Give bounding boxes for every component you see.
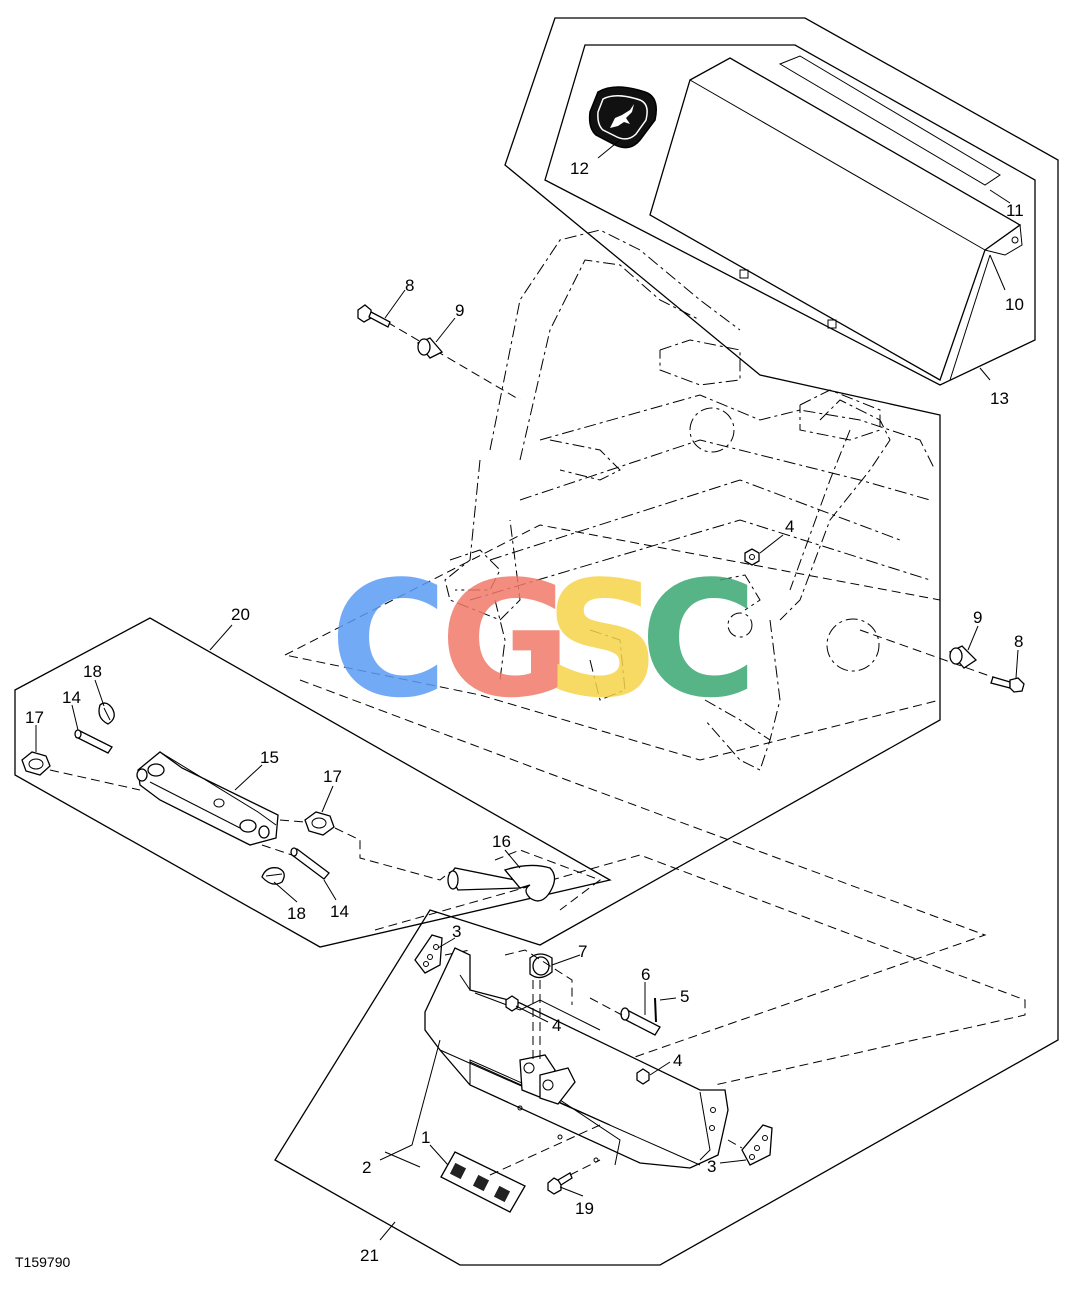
- callout-5: 5: [680, 987, 689, 1006]
- callout-2: 2: [362, 1158, 371, 1177]
- callout-4-bumper-right: 4: [673, 1051, 682, 1070]
- clip-18-upper: [98, 702, 115, 725]
- hood-panel: [649, 55, 1023, 381]
- pin-line-1: [489, 1124, 601, 1176]
- callout-labels: 12 11 10 13 8 9 4 9 8 20 18 14 17 15 17 …: [25, 159, 1024, 1265]
- callout-1: 1: [421, 1128, 430, 1147]
- linkage-15: [136, 751, 279, 846]
- callout-14-upper: 14: [62, 688, 81, 707]
- callout-9-upper: 9: [455, 301, 464, 320]
- pin-line-15-14: [261, 844, 293, 856]
- pin-line-6: [589, 997, 623, 1016]
- bolt-19: [547, 1172, 573, 1195]
- frame-boundary-a: [283, 524, 941, 761]
- callout-3-left: 3: [452, 922, 461, 941]
- watermark-letter-1: C: [330, 546, 447, 733]
- callout-19: 19: [575, 1199, 594, 1218]
- main-frame-phantom: [444, 229, 936, 771]
- callout-16: 16: [492, 832, 511, 851]
- pin-line-7: [504, 949, 573, 1005]
- pin-line-8-9-upper: [374, 314, 521, 401]
- pin-line-3-left: [444, 949, 471, 956]
- callout-15: 15: [260, 748, 279, 767]
- nut-4-frame: [744, 548, 760, 566]
- pin-6: [620, 1007, 661, 1036]
- pin-line-15-17: [279, 819, 306, 823]
- pin-line-17-15: [49, 769, 141, 791]
- figure-id: T159790: [15, 1254, 70, 1270]
- pin-line-17-16: [334, 827, 451, 881]
- callout-18-lower: 18: [287, 904, 306, 923]
- callout-12: 12: [570, 159, 589, 178]
- bolt-8-lower: [990, 676, 1025, 693]
- clip-18-lower: [261, 867, 285, 885]
- callout-18-upper: 18: [83, 662, 102, 681]
- deer-emblem-icon: [588, 86, 657, 149]
- nut-17-right: [304, 811, 335, 836]
- pin-line-19: [569, 1159, 601, 1176]
- plate-3-right: [741, 1124, 773, 1166]
- callout-8-upper: 8: [405, 276, 414, 295]
- callout-3-right: 3: [707, 1157, 716, 1176]
- spacer-9-upper: [416, 337, 444, 359]
- leader-lines: [35, 139, 1019, 1241]
- group-outline-13: [544, 44, 1036, 386]
- group-outline-21: [274, 17, 1059, 1266]
- plate-3-left: [414, 934, 443, 974]
- callout-20: 20: [231, 605, 250, 624]
- watermark-letter-3: S: [545, 546, 660, 733]
- callout-11: 11: [1006, 201, 1024, 220]
- callout-4-bumper-upper: 4: [552, 1016, 561, 1035]
- pin-14-upper: [74, 729, 113, 754]
- spacer-9-lower: [948, 645, 978, 669]
- nut-4-bumper-upper: [505, 995, 519, 1012]
- callout-14-lower: 14: [330, 902, 349, 921]
- callout-9-lower: 9: [973, 608, 982, 627]
- bolt-8-upper: [357, 304, 391, 328]
- watermark: C G S C: [330, 546, 757, 733]
- bumper-2: [424, 947, 729, 1169]
- pin-14-lower: [290, 847, 330, 880]
- callout-13: 13: [990, 389, 1009, 408]
- watermark-letter-2: G: [440, 546, 571, 733]
- nut-17-left: [21, 751, 51, 776]
- callout-10: 10: [1005, 295, 1024, 314]
- callout-7: 7: [578, 942, 587, 961]
- pin-line-3-right: [727, 1139, 743, 1149]
- callout-4-frame: 4: [785, 517, 794, 536]
- group-outline-20: [14, 617, 612, 948]
- callout-8-lower: 8: [1014, 632, 1023, 651]
- decal-1: [440, 1151, 526, 1213]
- latch-handle-16: [447, 864, 556, 902]
- callout-6: 6: [641, 965, 650, 984]
- callout-21: 21: [360, 1246, 379, 1265]
- spring-pin-5: [654, 997, 657, 1023]
- nut-4-bumper-right: [636, 1068, 650, 1085]
- callout-17-left: 17: [25, 708, 44, 727]
- bushing-7: [529, 953, 553, 979]
- watermark-letter-4: C: [640, 546, 757, 733]
- callout-17-right: 17: [323, 767, 342, 786]
- pin-line-8-9-lower: [859, 629, 1016, 686]
- frame-boundary-b: [299, 679, 987, 1091]
